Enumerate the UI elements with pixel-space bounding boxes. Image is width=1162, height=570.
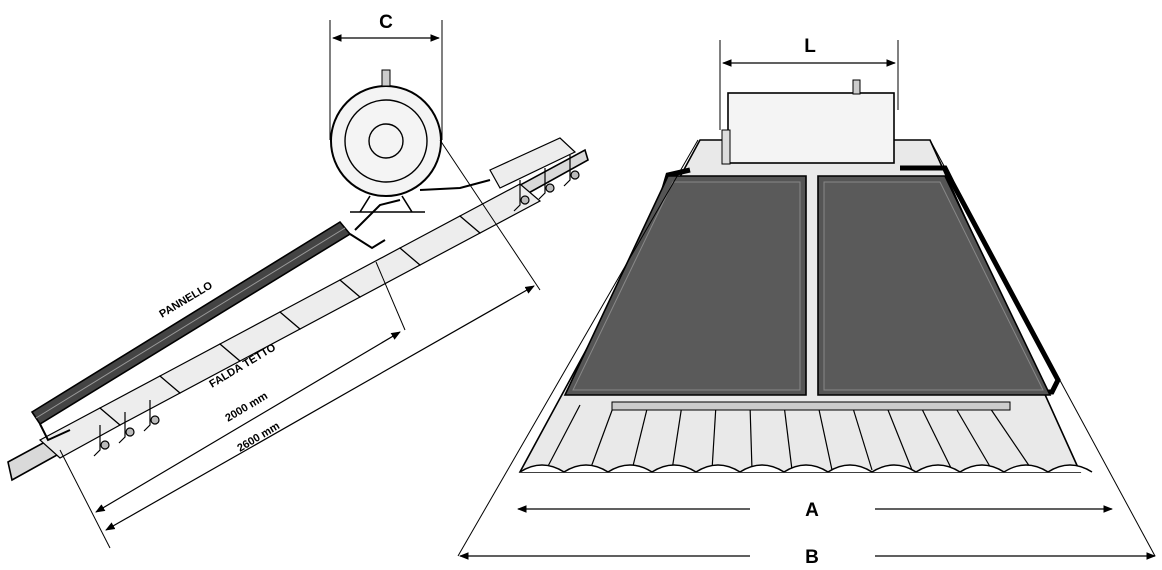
dim-a: A: [517, 500, 1113, 521]
label-c: C: [379, 12, 393, 33]
front-tile-bottom: [519, 464, 1093, 473]
roof-tiles: [38, 137, 577, 459]
dim-c: C: [329, 12, 443, 140]
panel-left-inner: [572, 181, 801, 391]
side-view: C PANNELLO FALDA TETTO 2000 mm 2600 mm: [7, 12, 589, 549]
label-b: B: [805, 547, 819, 568]
roof-hooks-upper: [513, 155, 580, 212]
tank-front: [721, 79, 895, 165]
panel-right-inner: [823, 181, 1044, 391]
side-supports: [39, 179, 491, 442]
dim-b: B: [457, 139, 1156, 568]
label-a: A: [805, 500, 819, 521]
label-length-short: 2000 mm: [223, 390, 270, 425]
front-tile-ribs: [545, 404, 1033, 471]
front-rail: [611, 401, 1011, 411]
dim-length: [59, 139, 541, 549]
dim-l: L: [719, 36, 899, 130]
label-l: L: [804, 36, 816, 57]
front-view: L A B: [457, 36, 1156, 568]
